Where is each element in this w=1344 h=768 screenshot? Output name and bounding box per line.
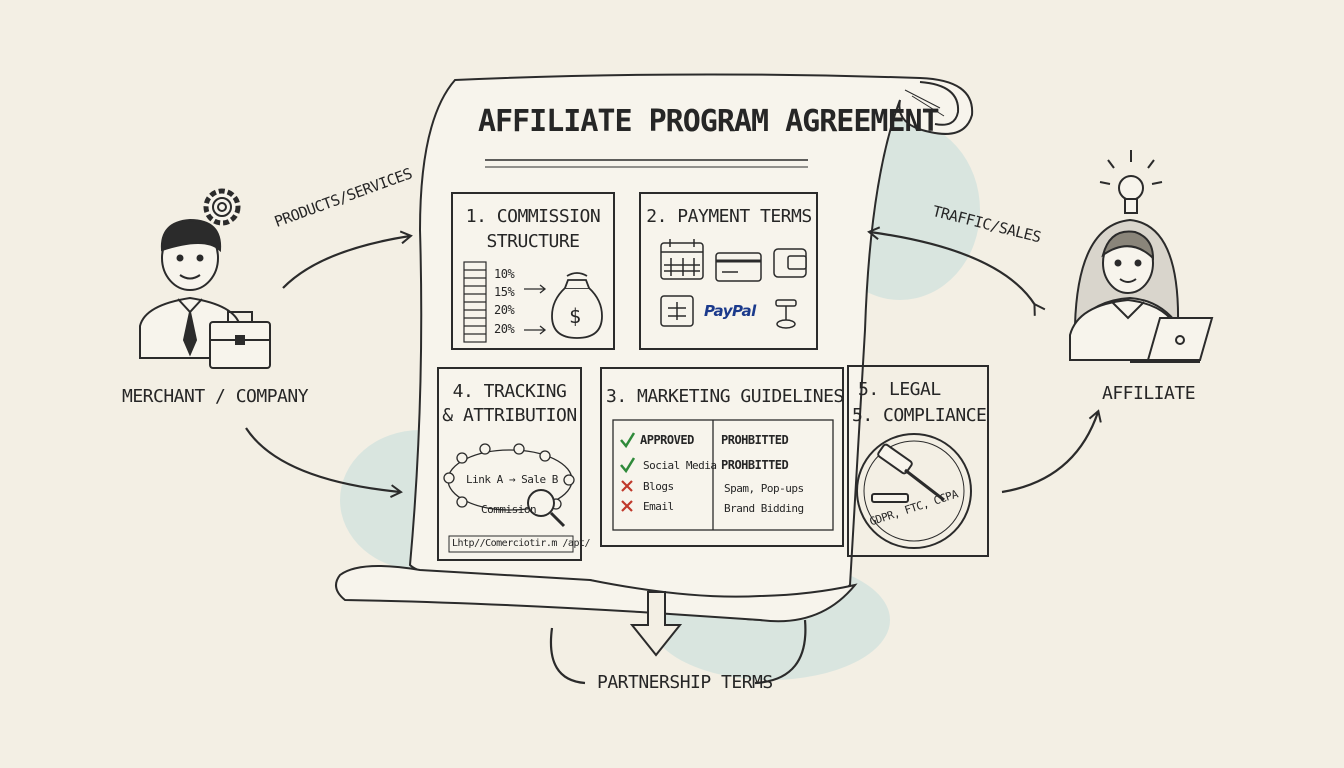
down-arrow-icon	[629, 591, 683, 657]
prohibited-item: Brand Bidding	[724, 502, 804, 515]
wallet-icon	[773, 248, 807, 278]
payment-heading: 2. PAYMENT TERMS	[646, 206, 812, 227]
marketing-box	[600, 367, 844, 547]
check-document-icon	[660, 295, 694, 327]
cross-icons	[621, 480, 633, 512]
tracking-chain-icon	[443, 443, 575, 511]
payment-box	[639, 192, 818, 350]
affiliate-label: AFFILIATE	[1102, 383, 1196, 404]
prohibited-subheader: PROHBITTED	[721, 458, 789, 472]
approved-header: APPROVED	[640, 433, 694, 447]
commission-rate: 20%	[494, 303, 515, 317]
gavel-icon	[871, 443, 945, 503]
commission-subheading: STRUCTURE	[486, 231, 580, 252]
commission-rate: 10%	[494, 267, 515, 281]
tracking-subheading: & ATTRIBUTION	[442, 405, 577, 426]
agreement-title: AFFILIATE PROGRAM AGREEMENT	[478, 104, 940, 139]
approved-item: Blogs	[643, 480, 674, 493]
legal-heading: 5. LEGAL	[858, 379, 941, 400]
merchant-label: MERCHANT / COMPANY	[122, 386, 309, 407]
magnifier-icon	[527, 489, 566, 528]
tracking-url: Lhtp//Comerciotir.m /apt/	[452, 538, 591, 549]
legal-box	[847, 365, 989, 557]
commission-heading: 1. COMMISSION	[465, 206, 601, 227]
tracking-box	[437, 367, 582, 561]
partnership-terms-label: PARTNERSHIP TERMS	[597, 672, 773, 693]
laptop-icon	[1130, 317, 1214, 363]
dollar-sign: $	[569, 304, 581, 328]
gear-icon	[203, 188, 241, 226]
coin-stack-icon	[463, 261, 487, 343]
tracking-commission-text: Commision	[481, 503, 537, 516]
calendar-icon	[660, 239, 704, 280]
money-bag-icon	[551, 272, 603, 339]
tracking-link-text: Link A → Sale B	[466, 473, 558, 486]
url-bar	[448, 535, 574, 553]
briefcase-icon	[209, 311, 271, 369]
affiliate-figure	[1069, 218, 1181, 361]
prohibited-item: Spam, Pop-ups	[724, 482, 804, 495]
approved-item: Email	[643, 500, 674, 513]
credit-card-icon	[715, 252, 762, 282]
prohibited-header: PROHBITTED	[721, 433, 789, 447]
scroll-document	[335, 73, 974, 623]
tracking-heading: 4. TRACKING	[452, 381, 567, 402]
commission-box	[451, 192, 615, 350]
legal-seal-icon	[856, 433, 972, 549]
bank-transfer-icon	[775, 299, 797, 329]
merchant-figure	[139, 218, 241, 359]
check-icons	[620, 432, 636, 474]
commission-rate: 20%	[494, 322, 515, 336]
paypal-logo: PayPal	[704, 302, 756, 320]
marketing-table	[612, 419, 834, 531]
marketing-heading: 3. MARKETING GUIDELINES	[606, 386, 844, 407]
rate-arrows	[524, 284, 547, 335]
compliance-heading: 5. COMPLIANCE	[852, 405, 987, 426]
lightbulb-icon	[1099, 150, 1163, 214]
approved-item: Social Media	[643, 459, 717, 472]
flow-arrows	[245, 226, 1102, 685]
commission-rate: 15%	[494, 285, 515, 299]
